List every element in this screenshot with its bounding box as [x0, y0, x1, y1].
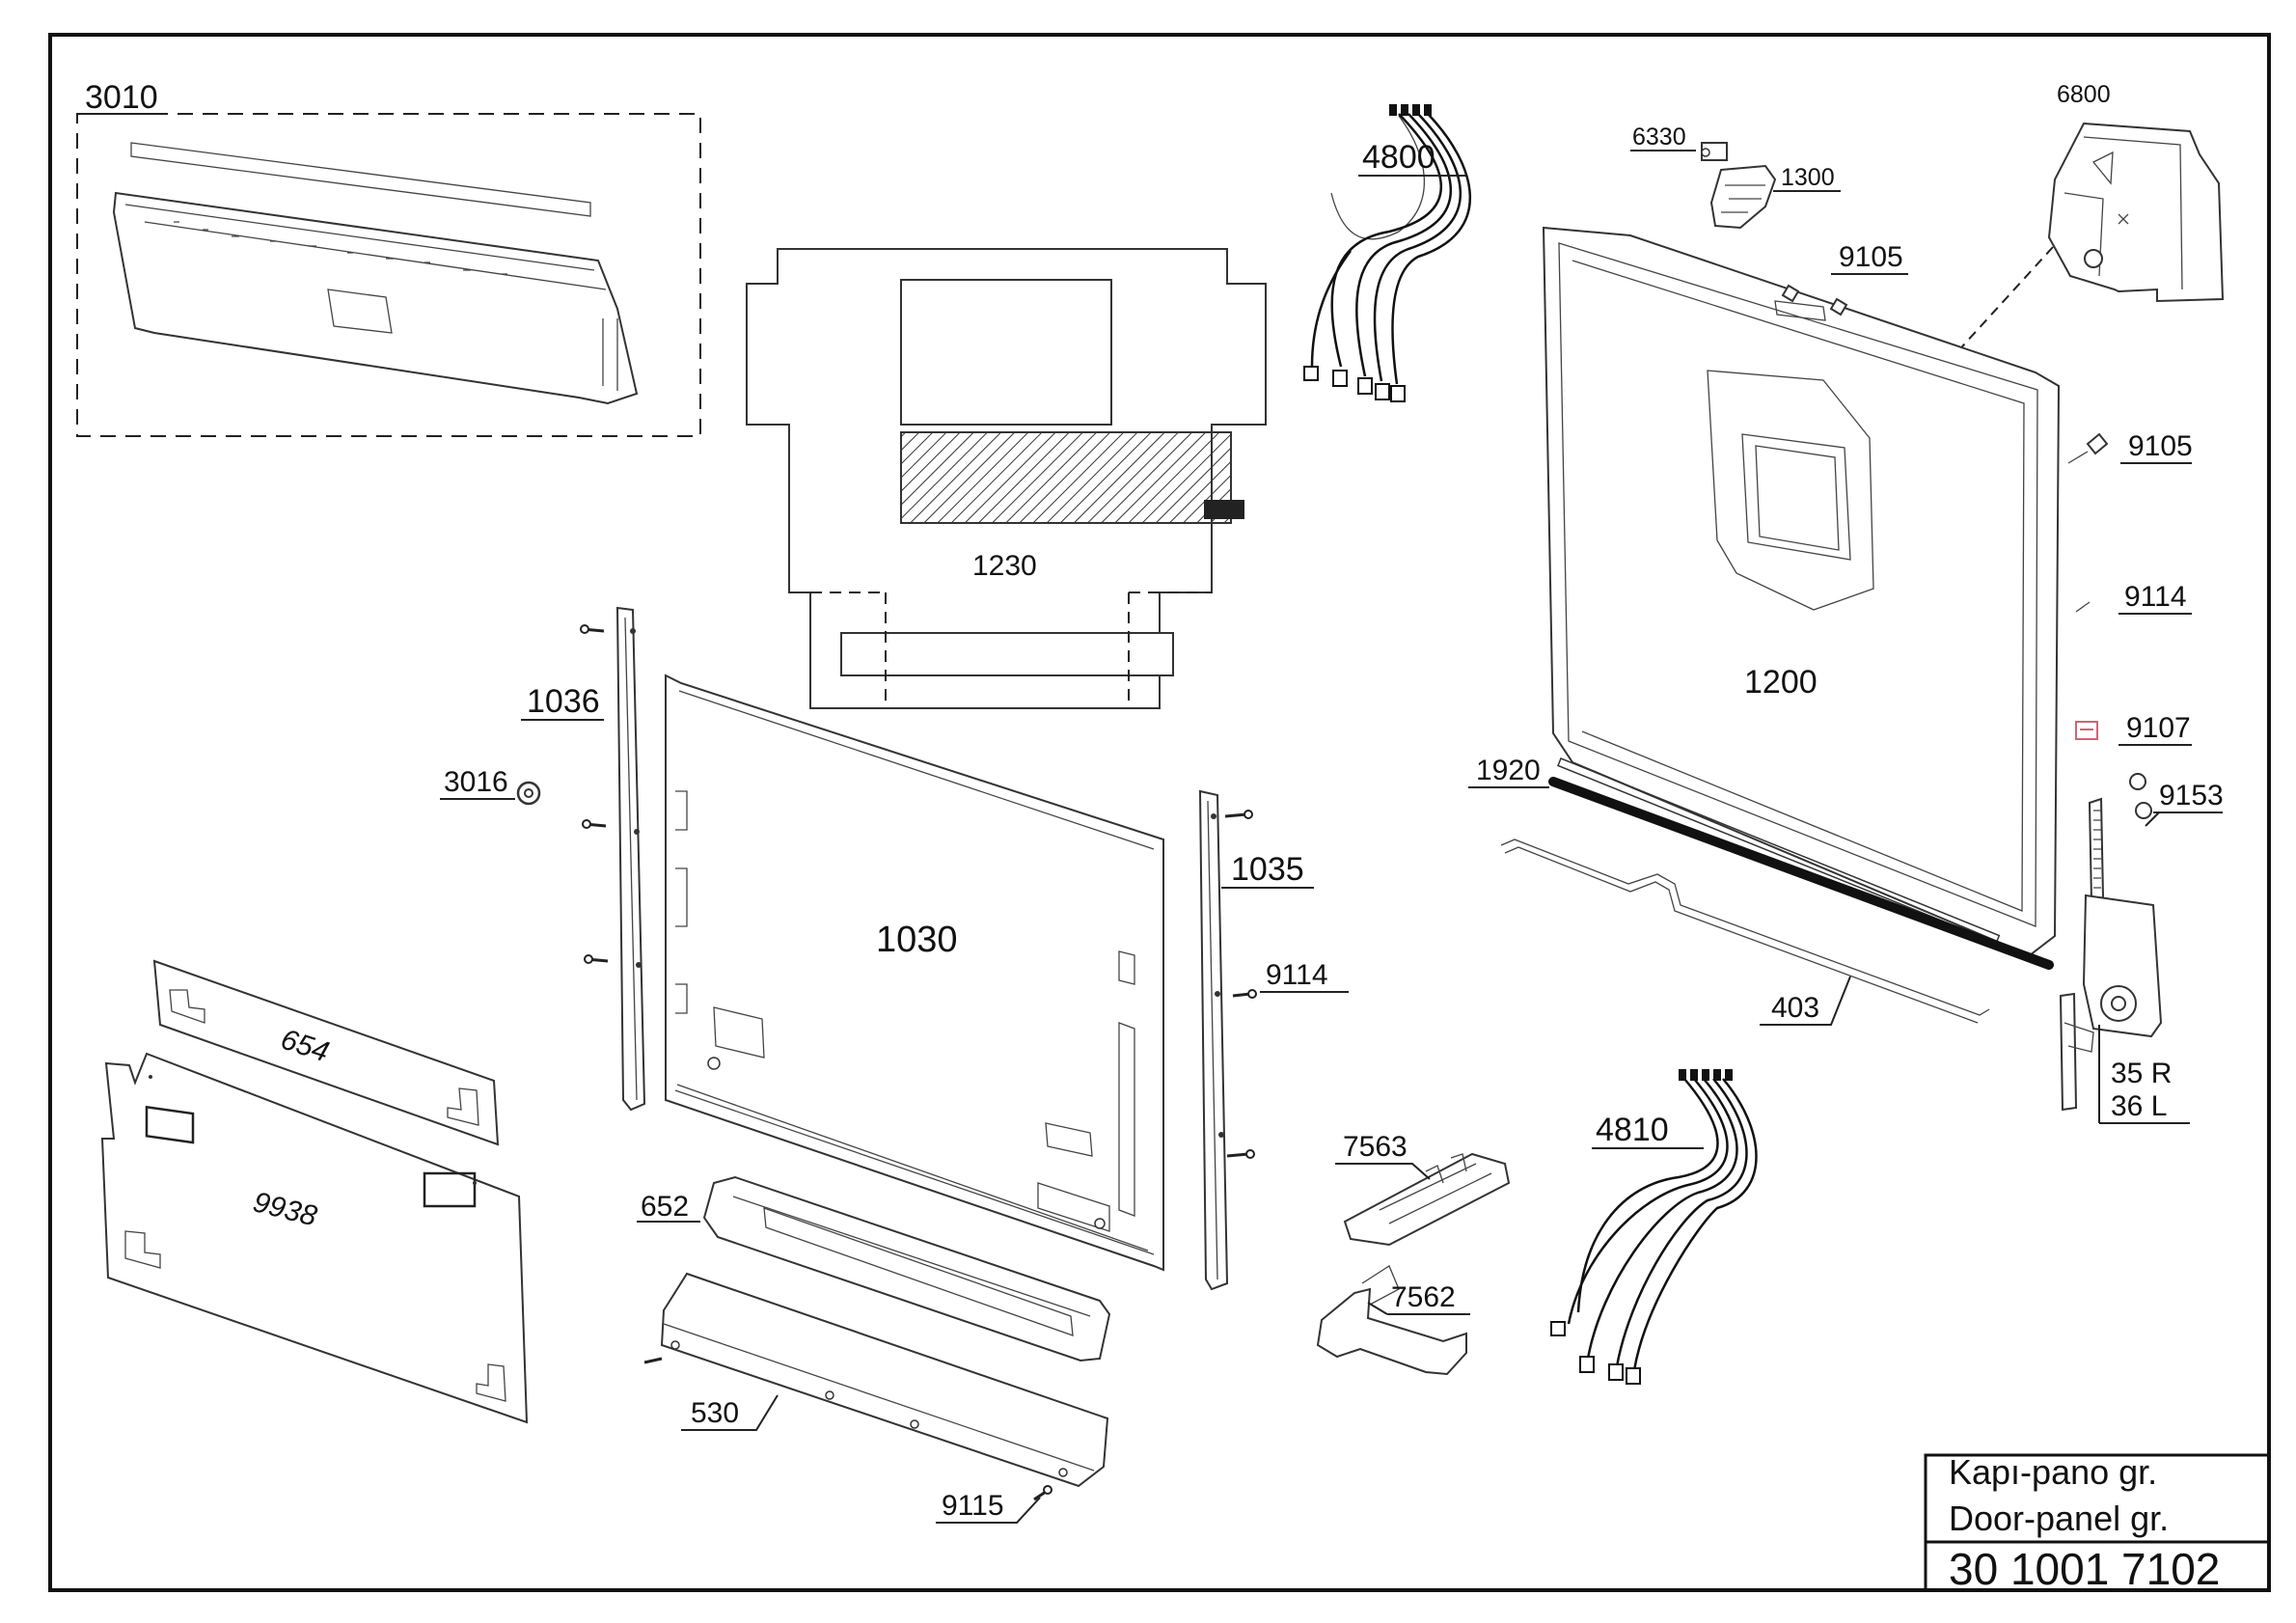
label-7563: 7563 — [1343, 1131, 1408, 1163]
part-1200-inner-door — [1542, 226, 2061, 957]
label-1230: 1230 — [972, 550, 1037, 582]
label-403: 403 — [1771, 992, 1819, 1024]
label-6800: 6800 — [2057, 81, 2111, 108]
label-35r: 35 R — [2111, 1058, 2172, 1089]
part-4810-cable-harness — [1550, 1069, 1758, 1385]
label-9105-top: 9105 — [1839, 241, 1903, 273]
label-9115: 9115 — [942, 1490, 1004, 1522]
part-9107-clip — [2075, 721, 2098, 740]
label-9153: 9153 — [2159, 780, 2224, 812]
part-1035-screws — [1224, 810, 1255, 1159]
label-1200: 1200 — [1744, 664, 1818, 701]
part-7562-bracket — [1316, 1265, 1467, 1376]
label-9105-right: 9105 — [2128, 430, 2193, 462]
part-9114-mid-screw — [1232, 989, 1257, 999]
part-9938-sheet — [100, 1052, 529, 1424]
part-7563-bracket — [1343, 1152, 1511, 1247]
part-9105-top-screws — [1781, 284, 1848, 316]
label-3010: 3010 — [85, 79, 158, 116]
label-1030: 1030 — [876, 920, 958, 960]
label-1300: 1300 — [1781, 164, 1835, 191]
part-654-plate — [152, 959, 500, 1146]
label-6330: 6330 — [1632, 124, 1686, 151]
drawing-number: 30 1001 7102 — [1949, 1544, 2220, 1594]
label-1920: 1920 — [1476, 755, 1541, 786]
part-403-rod — [1500, 839, 1990, 1024]
part-1230-insulation — [746, 248, 1267, 709]
title-line-en: Door-panel gr. — [1949, 1499, 2169, 1538]
label-4800: 4800 — [1362, 139, 1435, 176]
label-4810: 4810 — [1596, 1112, 1669, 1148]
part-6330-switch — [1701, 142, 1728, 161]
label-9114-right: 9114 — [2124, 581, 2187, 613]
part-530-plinth — [643, 1272, 1109, 1488]
part-9115-screw — [1033, 1485, 1052, 1501]
label-652: 652 — [641, 1191, 689, 1223]
part-9105-right-screw — [2067, 432, 2109, 464]
label-7562: 7562 — [1391, 1281, 1456, 1313]
part-1035-side-trim — [1198, 789, 1229, 1291]
part-1036-side-trim — [615, 606, 646, 1112]
part-hinge-assembly — [2059, 773, 2163, 1112]
drawing-frame — [48, 33, 2271, 1592]
part-1920-gasket — [1548, 777, 2054, 970]
label-530: 530 — [691, 1397, 739, 1429]
label-1035: 1035 — [1231, 851, 1304, 888]
label-3016: 3016 — [444, 766, 508, 798]
label-9114-mid: 9114 — [1266, 959, 1328, 991]
label-36l: 36 L — [2111, 1090, 2167, 1122]
part-3016-ring — [516, 781, 541, 806]
label-9107: 9107 — [2126, 712, 2191, 744]
part-6800-dispenser — [2047, 122, 2225, 303]
part-1300-latch — [1709, 164, 1777, 230]
part-3010-control-panel — [76, 113, 701, 437]
part-1036-screws — [580, 624, 609, 964]
title-line-tr: Kapı-pano gr. — [1949, 1452, 2157, 1492]
part-652-kickplate — [702, 1175, 1111, 1362]
title-block: Kapı-pano gr. Door-panel gr. 30 1001 710… — [1924, 1452, 2269, 1594]
part-1030-outer-panel — [665, 674, 1164, 1272]
part-4800-cable-harness — [1303, 104, 1471, 402]
part-9114-right-screw — [2075, 601, 2091, 613]
label-1036: 1036 — [527, 683, 600, 720]
